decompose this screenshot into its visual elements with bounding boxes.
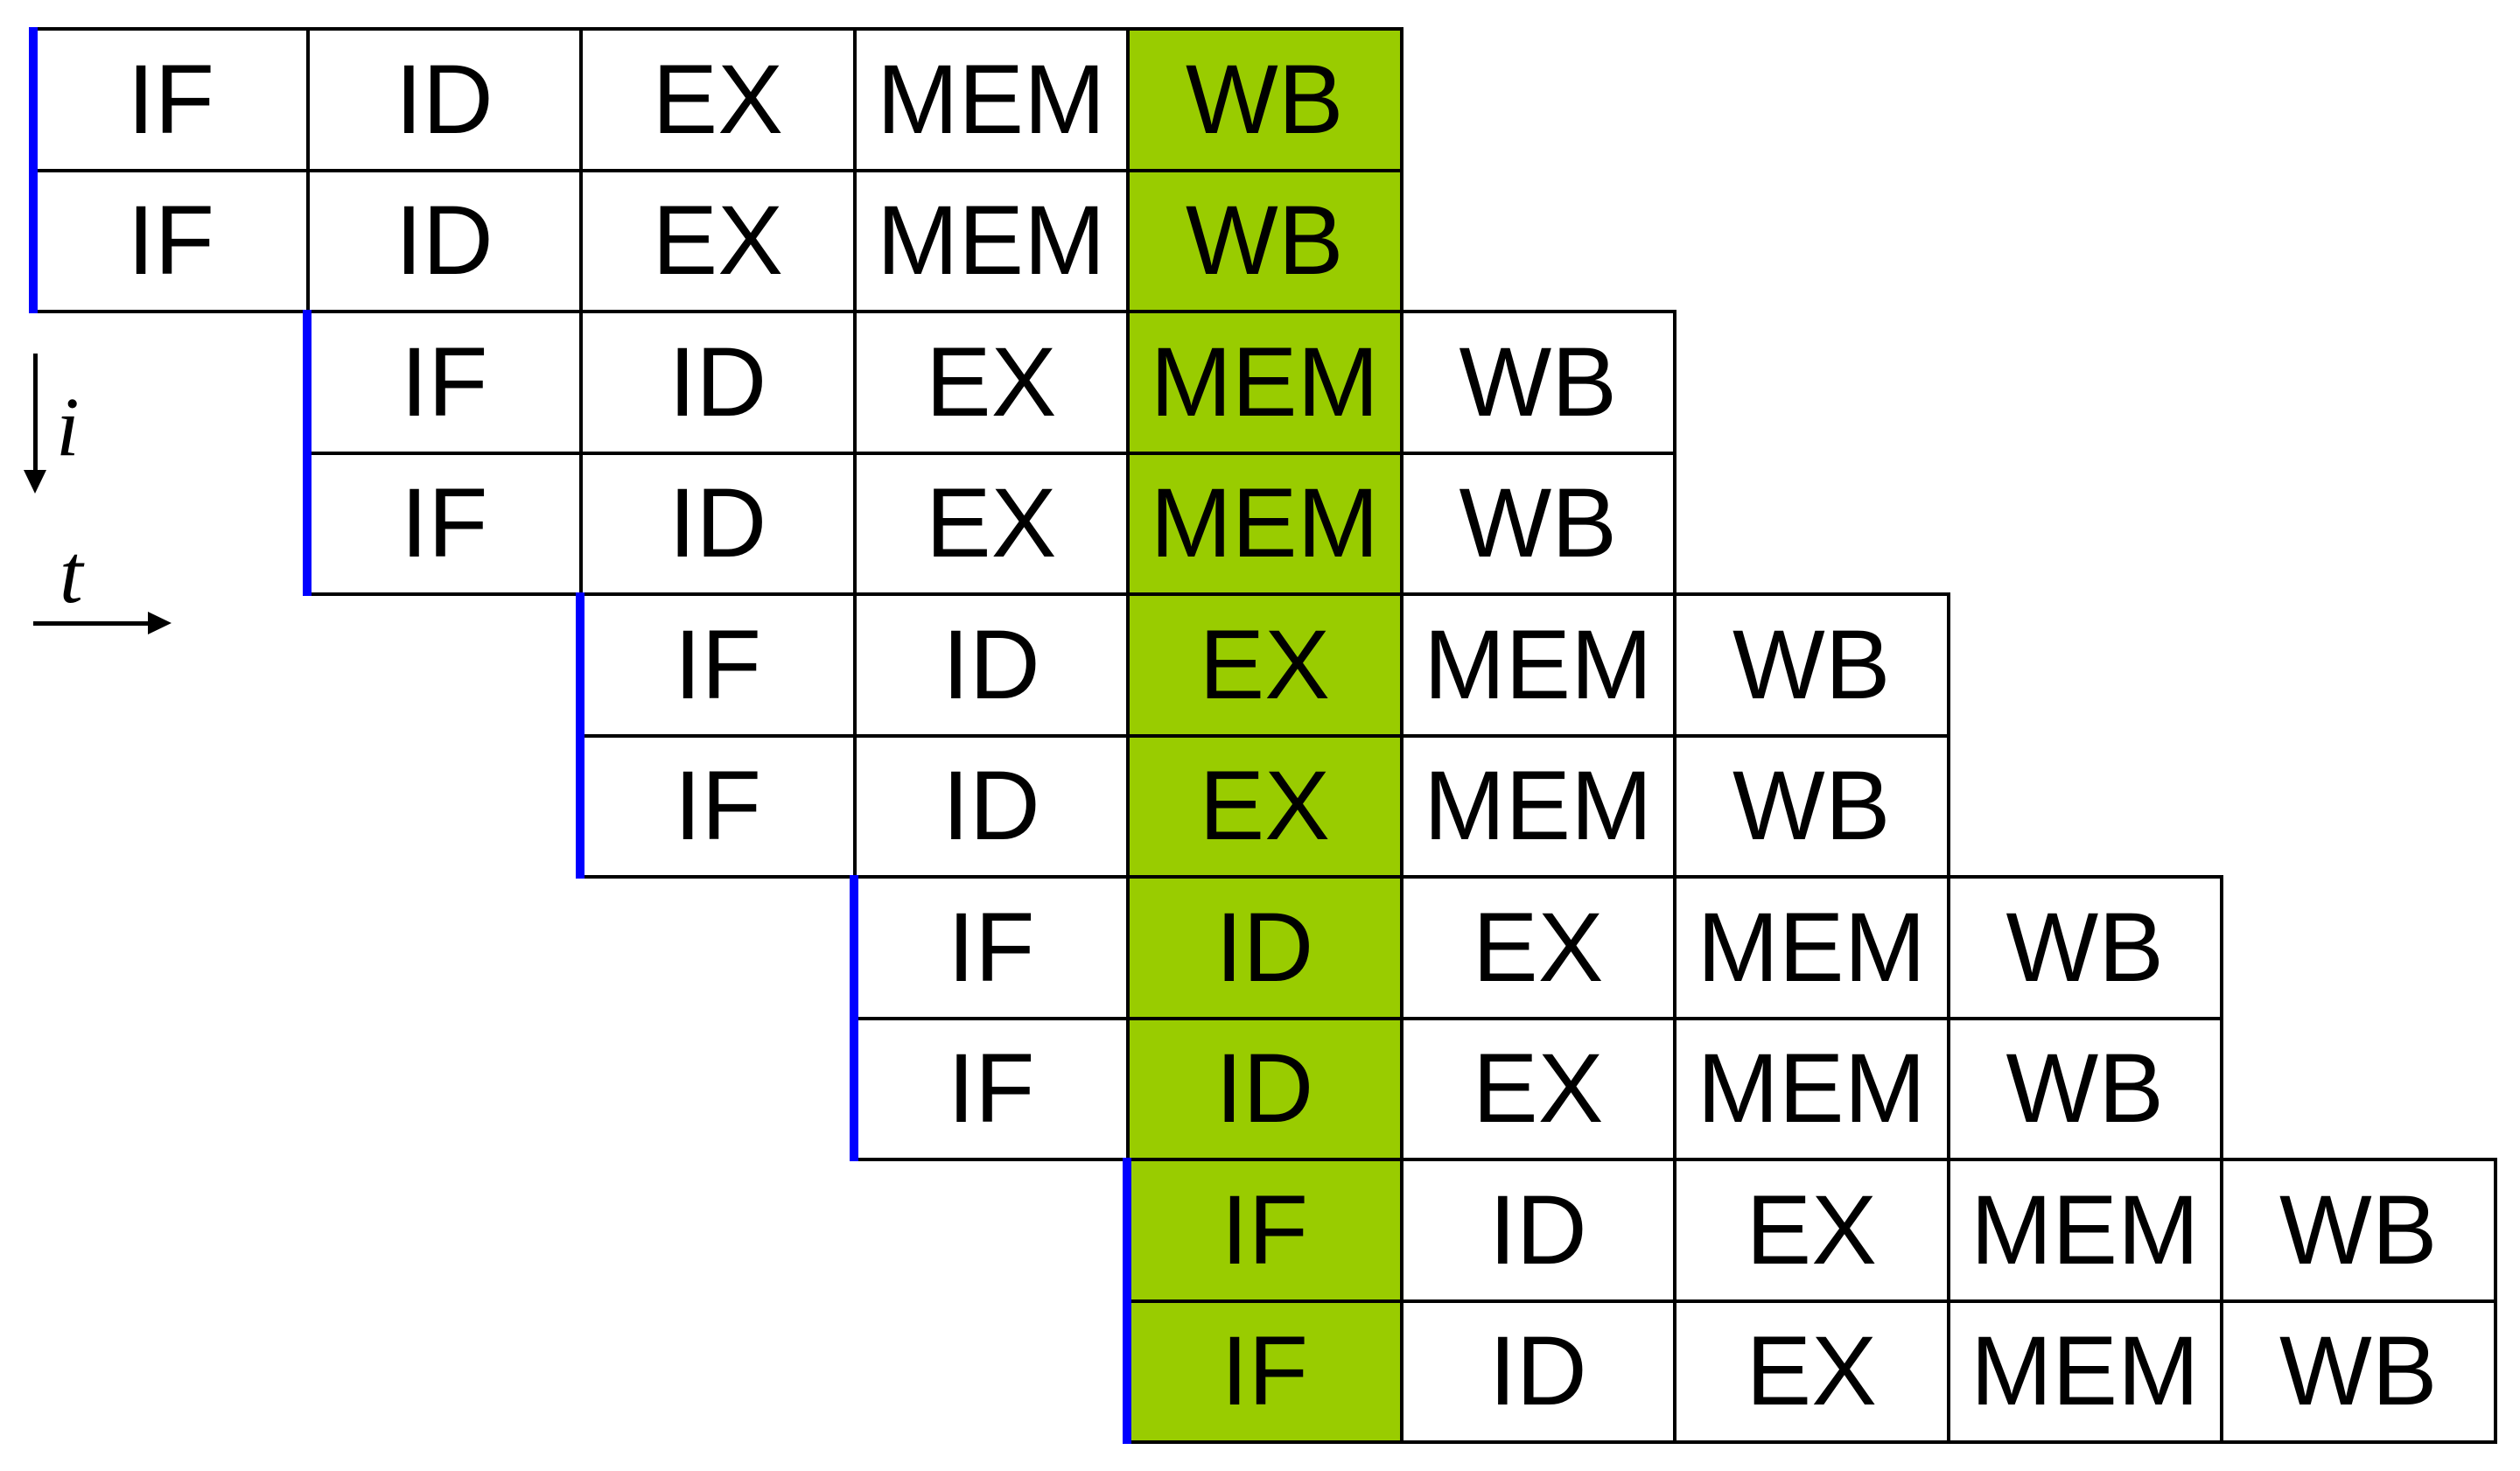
pipeline-cell: MEM [1399, 733, 1676, 879]
issue-pair-marker [1123, 1158, 1131, 1444]
right-arrow-icon [148, 612, 172, 634]
pipeline-cell: ID [852, 592, 1130, 738]
pipeline-cell: IF [1126, 1158, 1404, 1303]
pipeline-cell: IF [852, 1016, 1130, 1161]
pipeline-cell: MEM [1126, 310, 1404, 455]
pipeline-cell: WB [1126, 168, 1404, 313]
pipeline-cell: EX [1126, 733, 1404, 879]
pipeline-cell: MEM [1126, 451, 1404, 596]
pipeline-cell: IF [579, 592, 857, 738]
pipeline-cell: WB [1946, 875, 2223, 1020]
pipeline-cell: MEM [1946, 1299, 2223, 1444]
pipeline-cell: ID [579, 310, 857, 455]
pipeline-cell: MEM [1673, 875, 1950, 1020]
time-axis-label: t [60, 527, 83, 620]
pipeline-cell: EX [1673, 1158, 1950, 1303]
pipeline-cell: EX [579, 27, 857, 172]
pipeline-cell: ID [305, 168, 583, 313]
pipeline-cell: IF [1126, 1299, 1404, 1444]
pipeline-cell: IF [32, 27, 310, 172]
pipeline-cell: IF [579, 733, 857, 879]
pipeline-cell: ID [1399, 1299, 1676, 1444]
pipeline-cell: WB [1399, 451, 1676, 596]
pipeline-cell: EX [852, 451, 1130, 596]
pipeline-cell: ID [579, 451, 857, 596]
pipeline-cell: MEM [1673, 1016, 1950, 1161]
issue-pair-marker [849, 875, 858, 1161]
down-arrow-line [33, 354, 38, 473]
instruction-axis-label: i [56, 380, 80, 473]
issue-pair-marker [576, 592, 584, 879]
pipeline-cell: WB [1399, 310, 1676, 455]
pipeline-cell: EX [1126, 592, 1404, 738]
issue-pair-marker [29, 27, 38, 313]
down-arrow-icon [24, 470, 46, 494]
pipeline-cell: EX [579, 168, 857, 313]
pipeline-cell: WB [1673, 733, 1950, 879]
issue-pair-marker [302, 310, 312, 596]
pipeline-cell: IF [32, 168, 310, 313]
pipeline-cell: MEM [852, 168, 1130, 313]
pipeline-cell: EX [852, 310, 1130, 455]
pipeline-cell: MEM [1399, 592, 1676, 738]
pipeline-cell: WB [2220, 1299, 2497, 1444]
pipeline-cell: IF [305, 451, 583, 596]
pipeline-cell: ID [1126, 875, 1404, 1020]
pipeline-cell: WB [1126, 27, 1404, 172]
pipeline-cell: EX [1399, 1016, 1676, 1161]
pipeline-cell: WB [1946, 1016, 2223, 1161]
pipeline-cell: WB [2220, 1158, 2497, 1303]
pipeline-cell: MEM [852, 27, 1130, 172]
pipeline-cell: ID [852, 733, 1130, 879]
pipeline-cell: ID [1399, 1158, 1676, 1303]
pipeline-cell: WB [1673, 592, 1950, 738]
right-arrow-line [33, 621, 150, 626]
pipeline-cell: EX [1673, 1299, 1950, 1444]
pipeline-cell: ID [305, 27, 583, 172]
pipeline-cell: EX [1399, 875, 1676, 1020]
pipeline-cell: MEM [1946, 1158, 2223, 1303]
pipeline-cell: IF [852, 875, 1130, 1020]
pipeline-cell: IF [305, 310, 583, 455]
pipeline-cell: ID [1126, 1016, 1404, 1161]
